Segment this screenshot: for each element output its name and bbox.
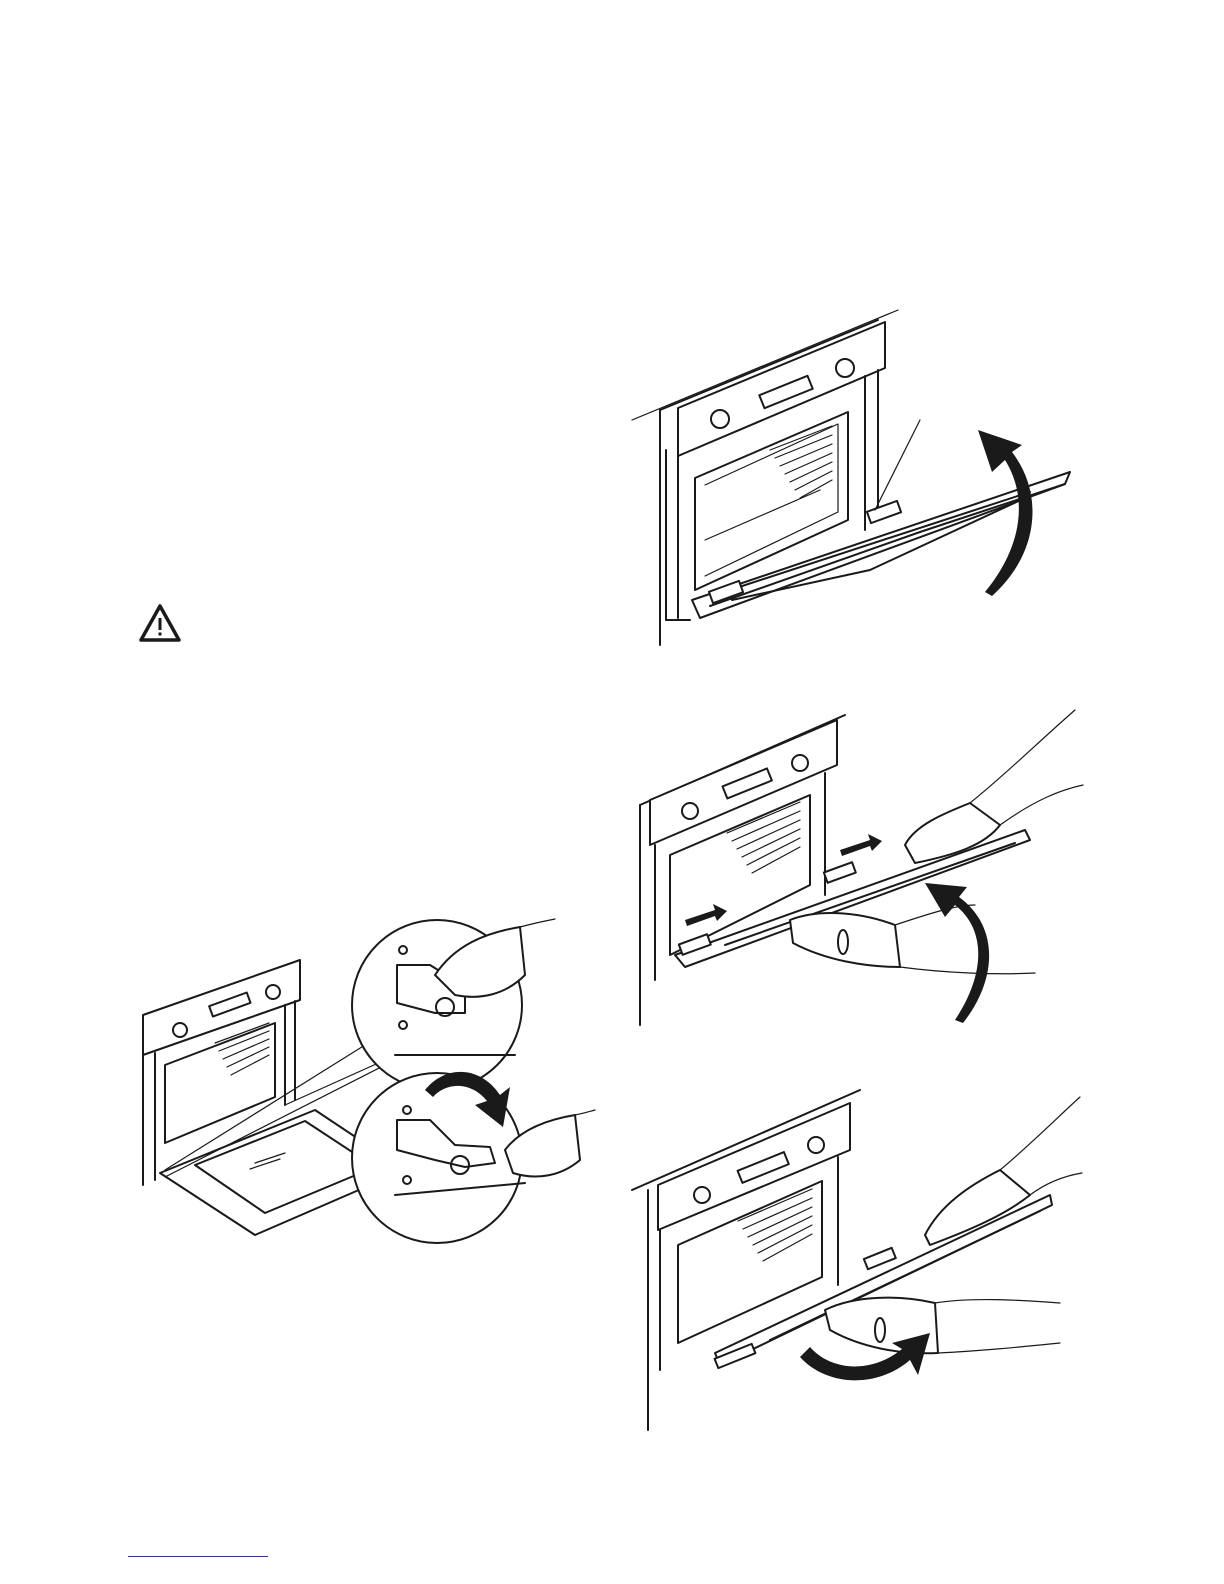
warning-triangle-icon xyxy=(138,603,182,643)
footer-rule xyxy=(128,1556,268,1557)
oven-door-raise-illustration xyxy=(620,300,1080,650)
hinge-lever-detail-illustration xyxy=(135,915,595,1245)
oven-door-lift-out-illustration xyxy=(615,705,1085,1035)
oven-door-remove-illustration xyxy=(620,1085,1085,1435)
